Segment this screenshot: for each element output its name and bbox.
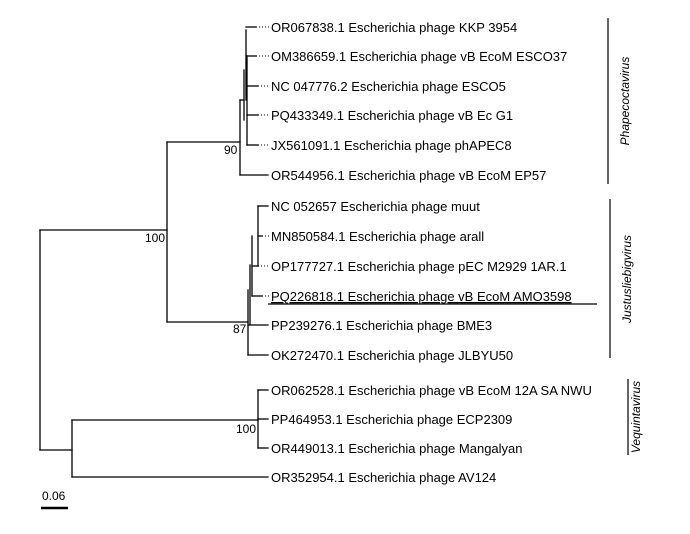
- support-value-main-clade: 100: [145, 231, 165, 245]
- leaf-label-8: MN850584.1 Escherichia phage arall: [271, 229, 484, 244]
- clade-label-justusliebigvirus: Justusliebigvirus: [620, 235, 634, 324]
- leaf-label-1: OR067838.1 Escherichia phage KKP 3954: [271, 20, 517, 35]
- leaf-label-14: PP464953.1 Escherichia phage ECP2309: [271, 412, 512, 427]
- leaf-label-10: PQ226818.1 Escherichia phage vB EcoM AMO…: [271, 289, 572, 304]
- leaf-label-6: OR544956.1 Escherichia phage vB EcoM EP5…: [271, 168, 546, 183]
- leaf-label-16: OR352954.1 Escherichia phage AV124: [271, 470, 496, 485]
- tree-branches: [39, 26, 269, 478]
- support-value-phapecoctavirus: 90: [224, 143, 238, 157]
- clade-label-vequintavirus: Vequintavirus: [629, 381, 643, 453]
- clade-label-phapecoctavirus: Phapecoctavirus: [618, 57, 632, 146]
- support-value-vequintavirus: 100: [236, 422, 256, 436]
- leaf-label-3: NC 047776.2 Escherichia phage ESCO5: [271, 79, 506, 94]
- leader-lines: [256, 26, 270, 297]
- leaf-label-12: OK272470.1 Escherichia phage JLBYU50: [271, 348, 513, 363]
- leaf-label-15: OR449013.1 Escherichia phage Mangalyan: [271, 441, 523, 456]
- leaf-label-2: OM386659.1 Escherichia phage vB EcoM ESC…: [271, 49, 567, 64]
- leaf-label-7: NC 052657 Escherichia phage muut: [271, 199, 480, 214]
- leaf-label-9: OP177727.1 Escherichia phage pEC M2929 1…: [271, 259, 567, 274]
- support-values: 90 100 87 100: [145, 143, 256, 436]
- scale-bar-label: 0.06: [42, 489, 66, 503]
- leaf-label-4: PQ433349.1 Escherichia phage vB Ec G1: [271, 108, 513, 123]
- leaf-label-11: PP239276.1 Escherichia phage BME3: [271, 318, 492, 333]
- support-value-justusliebigvirus: 87: [233, 322, 247, 336]
- leaf-label-13: OR062528.1 Escherichia phage vB EcoM 12A…: [271, 383, 592, 398]
- leaf-label-5: JX561091.1 Escherichia phage phAPEC8: [271, 138, 512, 153]
- clade-annotations: Phapecoctavirus Justusliebigvirus Vequin…: [607, 18, 643, 455]
- leaf-labels: OR067838.1 Escherichia phage KKP 3954 OM…: [268, 20, 597, 485]
- scale-bar: 0.06: [41, 489, 68, 510]
